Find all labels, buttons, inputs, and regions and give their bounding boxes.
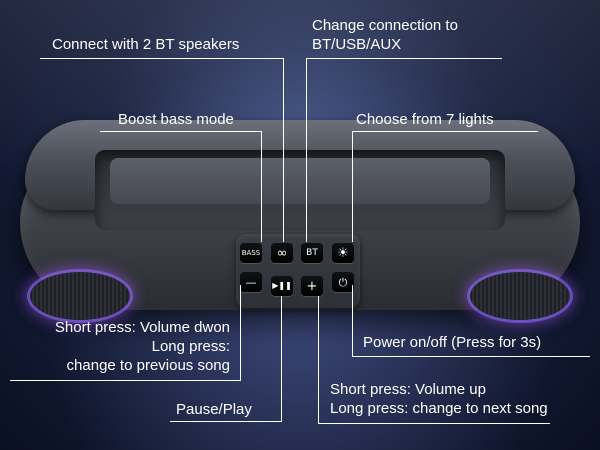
callout-line (40, 58, 284, 59)
callout-line (352, 356, 590, 357)
callout-line (306, 58, 502, 59)
callout-line (318, 423, 550, 424)
callout-line (318, 296, 319, 424)
bt-mode-button[interactable]: BT (301, 243, 323, 263)
connect-two-speakers-label: Connect with 2 BT speakers (52, 36, 240, 53)
volume-up-line-2: Long press: change to next song (330, 400, 548, 417)
callout-line (170, 421, 282, 422)
bt-button-label: BT (306, 248, 318, 258)
minus-icon: — (245, 275, 257, 289)
power-button[interactable]: ⏻ (332, 272, 354, 292)
plus-icon: + (306, 278, 318, 294)
change-connection-line-2: BT/USB/AUX (312, 36, 402, 53)
power-label: Power on/off (Press for 3s) (363, 334, 542, 351)
callout-line (10, 380, 241, 381)
bass-button[interactable]: BASS (240, 243, 262, 263)
callout-line (283, 58, 284, 242)
volume-down-button[interactable]: — (240, 272, 262, 292)
sun-icon: ☀ (337, 245, 349, 261)
callout-line (352, 131, 538, 132)
callout-line (100, 131, 262, 132)
callout-line (352, 131, 353, 242)
callout-line (352, 285, 353, 357)
volume-down-line-3: change to previous song (66, 357, 230, 374)
play-pause-button[interactable]: ▶❚❚ (271, 276, 293, 296)
infinity-icon: ∞ (276, 245, 288, 261)
left-speaker-grille (30, 272, 130, 320)
right-speaker-grille (470, 272, 570, 320)
light-button[interactable]: ☀ (332, 243, 354, 263)
callout-line (240, 285, 241, 381)
bass-button-label: BASS (241, 249, 261, 257)
volume-down-label: Short press: Volume dwon Long press: cha… (55, 318, 230, 375)
volume-up-label: Short press: Volume up Long press: chang… (330, 380, 548, 418)
callout-line (261, 131, 262, 242)
change-connection-line-1: Change connection to (312, 17, 458, 34)
play-pause-icon: ▶❚❚ (272, 281, 292, 290)
callout-line (281, 296, 282, 422)
link-speakers-button[interactable]: ∞ (271, 243, 293, 263)
speaker-handle (110, 158, 490, 204)
power-icon: ⏻ (338, 275, 348, 289)
volume-down-line-2: Long press: (151, 338, 230, 355)
pause-play-label: Pause/Play (176, 401, 252, 418)
volume-up-line-1: Short press: Volume up (330, 381, 486, 398)
volume-up-button[interactable]: + (301, 276, 323, 296)
volume-down-line-1: Short press: Volume dwon (54, 319, 230, 336)
boost-bass-label: Boost bass mode (118, 111, 234, 128)
change-connection-label: Change connection to BT/USB/AUX (312, 16, 458, 54)
choose-lights-label: Choose from 7 lights (356, 111, 494, 128)
callout-line (306, 58, 307, 242)
